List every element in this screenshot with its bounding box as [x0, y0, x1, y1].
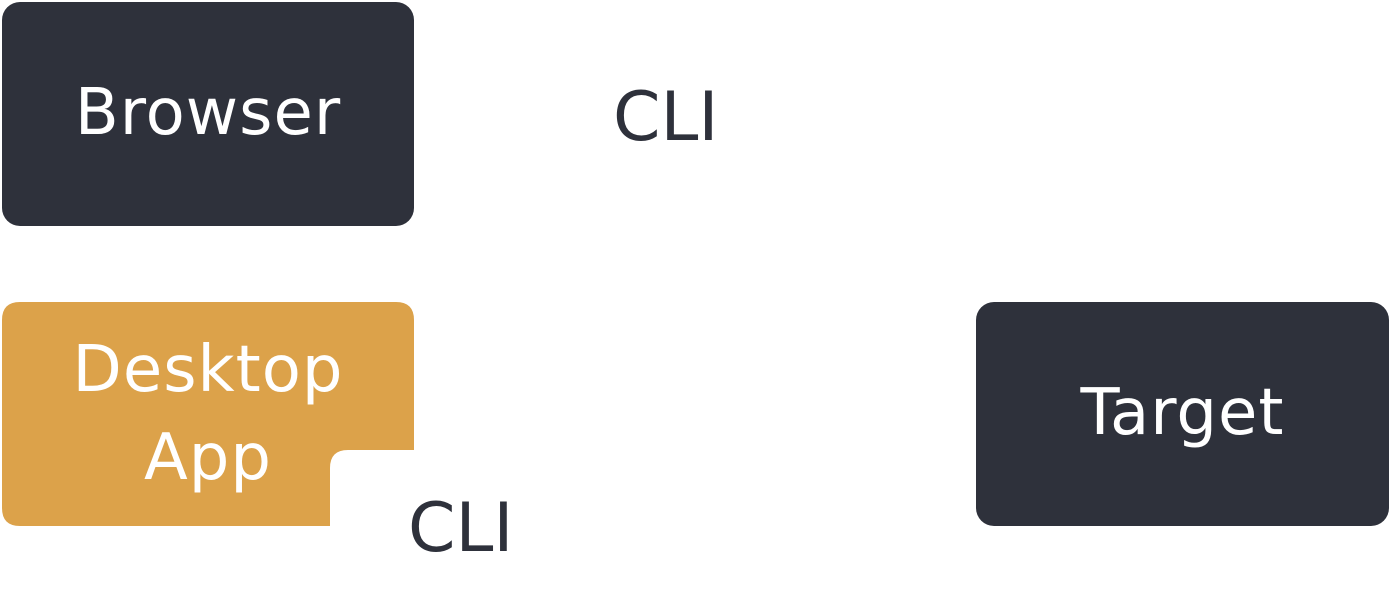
- target-label: Target: [1080, 376, 1285, 451]
- desktop-app-shape: [2, 302, 414, 526]
- desktop-app-label-line2: App: [143, 421, 273, 495]
- desktop-app-node: Desktop App: [2, 302, 414, 526]
- cli-label-bottom: CLI: [408, 489, 514, 568]
- desktop-app-label-line1: Desktop: [72, 333, 344, 407]
- browser-label: Browser: [74, 76, 342, 151]
- desktop-app-text: Desktop App: [2, 302, 414, 526]
- target-node: Target: [976, 302, 1389, 526]
- cli-label-top: CLI: [613, 78, 719, 157]
- browser-node: Browser: [2, 2, 414, 226]
